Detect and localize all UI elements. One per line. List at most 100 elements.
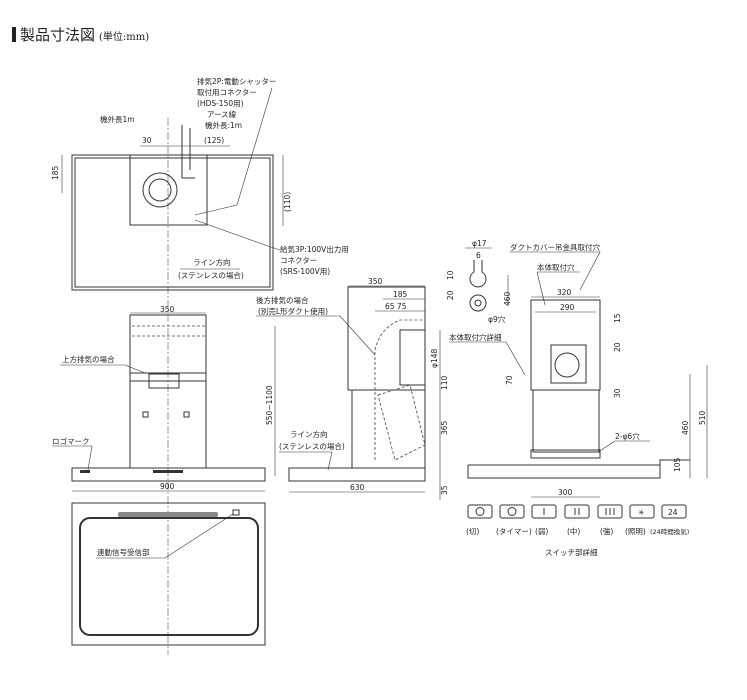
label-duct-cover-holes: ダクトカバー吊金具取付穴 bbox=[510, 242, 600, 252]
dim-10: 10 bbox=[446, 270, 455, 280]
hood-outline-top bbox=[71, 154, 274, 291]
dim-20-hole: 20 bbox=[446, 290, 455, 300]
label-stainless: (ステンレスの場合) bbox=[178, 270, 244, 280]
motor-box-top bbox=[129, 154, 208, 226]
dim-110-side: 110 bbox=[440, 375, 449, 390]
front-view bbox=[52, 312, 276, 492]
label-signal-receiver: 連動信号受信部 bbox=[97, 547, 150, 557]
dim-900: 900 bbox=[160, 482, 175, 491]
fan-circle-rear bbox=[554, 352, 580, 378]
top-view bbox=[61, 87, 284, 291]
dim-290: 290 bbox=[560, 303, 575, 312]
logo-mark bbox=[80, 470, 90, 473]
rear-view bbox=[467, 251, 708, 498]
leader-lines bbox=[510, 251, 650, 453]
switch-label: (弱) bbox=[535, 527, 548, 536]
label-exhaust-connector: 排気2P:電動シャッター bbox=[197, 76, 276, 86]
switch-label: (照明) bbox=[625, 527, 646, 536]
hood-body-side bbox=[288, 467, 426, 482]
dim-365: 365 bbox=[440, 420, 449, 435]
switch-off: (切) bbox=[466, 504, 493, 536]
label-exhaust-connector-2: 取付用コネクター bbox=[197, 87, 257, 97]
dim-350-side: 350 bbox=[368, 277, 383, 286]
label-upward-exhaust: 上方排気の場合 bbox=[62, 354, 115, 364]
mount-plate bbox=[530, 449, 601, 459]
switch-light: ✳ (照明) bbox=[625, 504, 655, 536]
dim-20-rear: 20 bbox=[613, 342, 622, 352]
dim-460-rear: 460 bbox=[681, 420, 690, 435]
dim-105: 105 bbox=[673, 457, 682, 472]
dim-510: 510 bbox=[698, 410, 707, 425]
label-cord-length: 機外長1m bbox=[100, 114, 135, 124]
dim-35: 35 bbox=[440, 485, 449, 495]
switch-label: (切) bbox=[466, 527, 479, 536]
fan-inner bbox=[148, 178, 172, 202]
switch-24h: 24 (24時間換気) bbox=[650, 504, 689, 536]
dim-300: 300 bbox=[558, 488, 573, 497]
dim-125: (125) bbox=[204, 136, 224, 145]
label-supply-connector-2: コネクター bbox=[280, 256, 317, 265]
hole-9 bbox=[469, 294, 487, 312]
signal-receiver bbox=[232, 509, 240, 516]
control-panel bbox=[153, 470, 183, 473]
dim-6: 6 bbox=[476, 251, 481, 260]
side-view bbox=[256, 285, 441, 500]
dim-460-hole: 460 bbox=[503, 291, 512, 306]
label-hole-detail: 本体取付穴詳細 bbox=[449, 332, 502, 342]
dim-185: 185 bbox=[51, 165, 60, 180]
dim-350-front: 350 bbox=[160, 305, 175, 314]
switch-mid: (中) bbox=[564, 504, 590, 536]
label-stainless-side: (ステンレスの場合) bbox=[279, 441, 345, 451]
svg-text:✳: ✳ bbox=[638, 508, 644, 517]
dim-320: 320 bbox=[557, 288, 572, 297]
dim-15: 15 bbox=[613, 313, 622, 323]
hole-9-inner bbox=[474, 299, 482, 307]
leader-lines bbox=[194, 87, 281, 251]
switch-label: (24時間換気) bbox=[650, 527, 689, 536]
title-unit: (単位:mm) bbox=[99, 32, 150, 43]
label-supply-connector: 給気3P:100V出力用 bbox=[280, 244, 349, 254]
bottom-view bbox=[71, 502, 266, 646]
dim-30-rear: 30 bbox=[613, 388, 622, 398]
dim-148: φ148 bbox=[430, 349, 439, 368]
dim-height-range: 550~1100 bbox=[265, 385, 274, 425]
fan-housing bbox=[550, 344, 587, 384]
label-earth: アース線 bbox=[207, 109, 237, 119]
switch-high: (強) bbox=[597, 504, 623, 536]
label-supply-connector-3: (SRS-100V用) bbox=[280, 267, 330, 276]
upward-duct bbox=[148, 373, 180, 389]
switch-low: (弱) bbox=[531, 504, 557, 536]
leader-line bbox=[96, 513, 234, 559]
label-rear-exhaust: 後方排気の場合 bbox=[256, 295, 309, 305]
dim-70: 70 bbox=[505, 375, 514, 385]
hood-body-front bbox=[71, 467, 266, 482]
hood-body-rear bbox=[467, 459, 690, 479]
leader-lines bbox=[256, 315, 376, 471]
switch-label: (強) bbox=[600, 526, 613, 536]
dim-65-75: 65 75 bbox=[385, 302, 407, 311]
screw-hole bbox=[142, 411, 149, 418]
screw-hole bbox=[183, 411, 190, 418]
hood-inner-top bbox=[74, 157, 271, 288]
switch-panel: (切) (タイマー) (弱) (中) (強) ✳ (照明) 24 (24時間換気) bbox=[466, 504, 689, 536]
label-line-direction-side: ライン方向 bbox=[290, 429, 328, 439]
svg-text:24: 24 bbox=[668, 508, 678, 517]
switch-label: (タイマー) bbox=[496, 527, 532, 536]
label-hole-9: φ9穴 bbox=[488, 314, 506, 324]
hood-bottom-outline bbox=[71, 502, 266, 646]
dim-110: (110) bbox=[283, 192, 292, 212]
dim-630: 630 bbox=[350, 483, 365, 492]
duct-outlet bbox=[399, 329, 426, 386]
label-l-duct: (別売L形ダクト使用) bbox=[258, 306, 328, 316]
switch-label: (中) bbox=[567, 526, 580, 536]
leader-lines bbox=[52, 364, 146, 471]
drawing-title: 製品寸法図 (単位:mm) bbox=[12, 24, 149, 45]
label-body-holes: 本体取付穴 bbox=[537, 262, 575, 272]
leader-line bbox=[449, 341, 526, 376]
control-strip bbox=[118, 512, 218, 517]
dim-17: φ17 bbox=[472, 239, 487, 248]
label-line-direction: ライン方向 bbox=[193, 257, 231, 267]
title-bar bbox=[12, 27, 16, 42]
connector-cables bbox=[181, 125, 195, 179]
